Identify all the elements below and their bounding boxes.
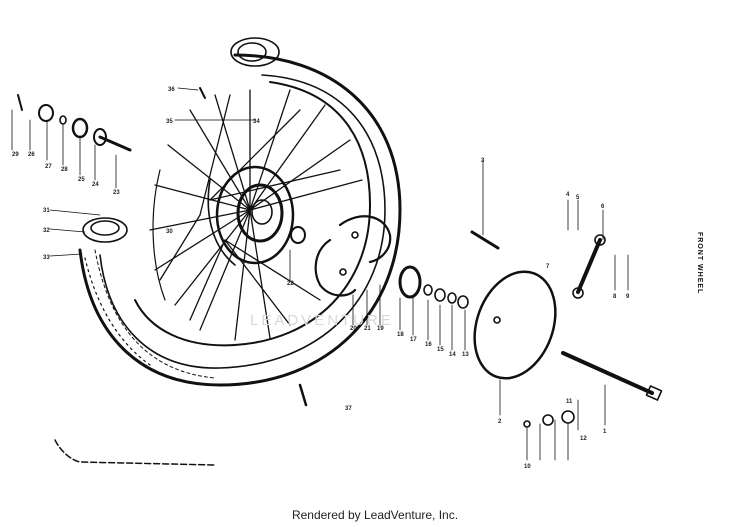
callout-15: 15 <box>437 347 444 353</box>
callout-2: 2 <box>498 419 502 425</box>
callout-29: 29 <box>12 152 19 158</box>
callout-30: 30 <box>166 229 173 235</box>
callout-21: 21 <box>364 326 371 332</box>
seal-ring <box>398 265 422 299</box>
cable-detail <box>54 439 216 466</box>
callout-18: 18 <box>397 332 404 338</box>
callout-16: 16 <box>425 342 432 348</box>
spoke-nipple <box>199 87 308 407</box>
callout-22: 22 <box>287 281 294 287</box>
hub-parts-left <box>17 94 132 152</box>
callout-8: 8 <box>613 294 617 300</box>
spokes <box>149 89 363 341</box>
callout-10: 10 <box>524 464 531 470</box>
brake-shoes <box>314 215 392 297</box>
callout-9: 9 <box>626 294 630 300</box>
rim <box>134 81 371 347</box>
brake-arm <box>572 234 606 299</box>
callout-17: 17 <box>410 337 417 343</box>
callout-12: 12 <box>580 436 587 442</box>
callout-23: 23 <box>113 190 120 196</box>
diagram-title: FRONT WHEEL <box>696 232 703 295</box>
callout-20: 20 <box>350 326 357 332</box>
axle <box>561 351 663 401</box>
watermark: LEADVENTURE <box>250 312 394 329</box>
callout-26: 26 <box>28 152 35 158</box>
callout-34: 34 <box>253 119 260 125</box>
callout-13: 13 <box>462 352 469 358</box>
callout-33: 33 <box>43 255 50 261</box>
axle-nut <box>523 410 575 428</box>
bearings <box>423 284 469 309</box>
callout-37: 37 <box>345 406 352 412</box>
callout-25: 25 <box>78 177 85 183</box>
callout-4: 4 <box>566 192 570 198</box>
callout-36: 36 <box>168 87 175 93</box>
callout-35: 35 <box>166 119 173 125</box>
footer-credit: Rendered by LeadVenture, Inc. <box>291 508 459 522</box>
callout-14: 14 <box>449 352 456 358</box>
callout-6: 6 <box>601 204 605 210</box>
callout-3: 3 <box>481 158 485 164</box>
callout-32: 32 <box>43 228 50 234</box>
callout-1: 1 <box>603 429 607 435</box>
callout-5: 5 <box>576 195 580 201</box>
spacer <box>290 226 306 244</box>
brake-panel <box>473 270 557 380</box>
callout-24: 24 <box>92 182 99 188</box>
callout-labels: 29 26 27 28 25 24 23 36 35 31 32 33 30 2… <box>12 87 630 470</box>
callout-27: 27 <box>45 164 52 170</box>
tire <box>78 37 402 387</box>
leader-lines <box>11 87 629 461</box>
callout-31: 31 <box>43 208 50 214</box>
hub <box>207 165 295 266</box>
callout-7: 7 <box>546 264 550 270</box>
callout-11: 11 <box>566 399 573 405</box>
brake-cam <box>470 230 500 250</box>
callout-28: 28 <box>61 167 68 173</box>
callout-19: 19 <box>377 326 384 332</box>
